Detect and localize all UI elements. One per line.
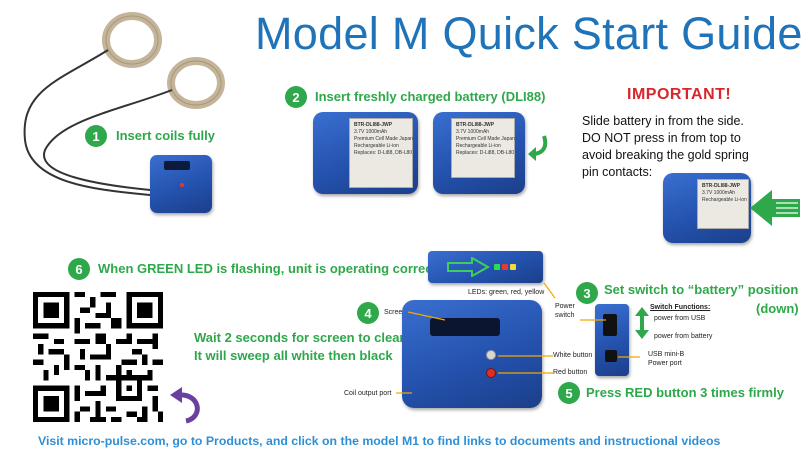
up-down-arrow-icon [635, 307, 649, 339]
step-3-text-2: (down) [756, 301, 799, 316]
qr-code [33, 292, 163, 422]
step-4-text-2: It will sweep all white then black [194, 348, 393, 363]
step-2-text: Insert freshly charged battery (DLI88) [315, 89, 546, 104]
screen-label: Screen [384, 309, 407, 316]
power-switch [603, 314, 617, 336]
coil-port-label: Coil output port [344, 390, 392, 397]
green-outline-arrow-icon [447, 257, 490, 277]
switch-functions-label: Switch Functions: [650, 304, 711, 311]
left-arrow-icon [750, 190, 800, 226]
coils-illustration [23, 12, 225, 196]
important-line-4: pin contacts: [582, 165, 653, 179]
green-led [494, 264, 500, 270]
battery-line2: Rechargeable Li-ion [354, 143, 399, 149]
important-line-1: Slide battery in from the side. [582, 114, 744, 128]
battery-line3: Replaces: D-Li88, DB-L80 [354, 150, 413, 156]
red-button [486, 368, 496, 378]
red-led-small [180, 183, 184, 187]
battery-line2: Rechargeable Li-ion [456, 143, 501, 149]
curved-arrow-icon [528, 135, 548, 161]
step-5-badge: 5 [558, 382, 580, 404]
device-small [150, 155, 212, 213]
device-screen [430, 318, 500, 336]
battery-line1: Premium Cell Made Japan [456, 136, 515, 142]
yellow-led [510, 264, 516, 270]
device-side-view [595, 304, 629, 376]
step-3-text: Set switch to “battery” position [604, 282, 799, 297]
battery-spec: 3.7V 1000mAh [702, 190, 736, 196]
important-line-3: avoid breaking the gold spring [582, 148, 749, 162]
footer-link-text: Visit micro-pulse.com, go to Products, a… [38, 434, 721, 448]
red-led [502, 264, 508, 270]
device-screen-small [164, 161, 190, 170]
step-1-text: Insert coils fully [116, 128, 215, 143]
battery-spec: 3.7V 1000mAh [354, 129, 388, 135]
usb-port [605, 350, 617, 362]
step-6-text: When GREEN LED is flashing, unit is oper… [98, 261, 448, 276]
step-5-text: Press RED button 3 times firmly [586, 385, 784, 400]
important-heading: IMPORTANT! [627, 86, 732, 103]
red-button-label: Red button [553, 369, 588, 376]
battery-line2: Rechargeable Li-ion [702, 197, 747, 203]
important-text: Slide battery in from the side. DO NOT p… [582, 113, 792, 181]
step-4-text: Wait 2 seconds for screen to clear [194, 330, 405, 345]
leds-label: LEDs: green, red, yellow [468, 289, 545, 296]
step-6-badge: 6 [68, 258, 90, 280]
device-front-view [402, 300, 542, 408]
device-top-view [428, 251, 543, 283]
step-4-badge: 4 [357, 302, 379, 324]
important-line-2: DO NOT press in from top to [582, 131, 741, 145]
white-button-label: White button [553, 352, 593, 359]
step-2-badge: 2 [285, 86, 307, 108]
battery-model: BTR-DLI88-JWP [456, 122, 495, 128]
battery-line1: Premium Cell Made Japan [354, 136, 413, 142]
step-1-badge: 1 [85, 125, 107, 147]
battery-spec: 3.7V 1000mAh [456, 129, 490, 135]
battery-model: BTR-DLI88-JWP [354, 122, 393, 128]
battery-model: BTR-DLI88-JWP [702, 183, 741, 189]
step-3-badge: 3 [576, 282, 598, 304]
usb-port-label: USB mini-B Power port [648, 351, 685, 367]
white-button [486, 350, 496, 360]
curved-arrow-purple-icon [170, 387, 200, 424]
power-switch-label: Power switch [555, 303, 575, 319]
page-title: Model M Quick Start Guide [255, 8, 803, 59]
battery-line3: Replaces: D-Li88, DB-L80 [456, 150, 515, 156]
battery-power-label: power from battery [654, 333, 713, 340]
usb-power-label: power from USB [654, 315, 706, 322]
